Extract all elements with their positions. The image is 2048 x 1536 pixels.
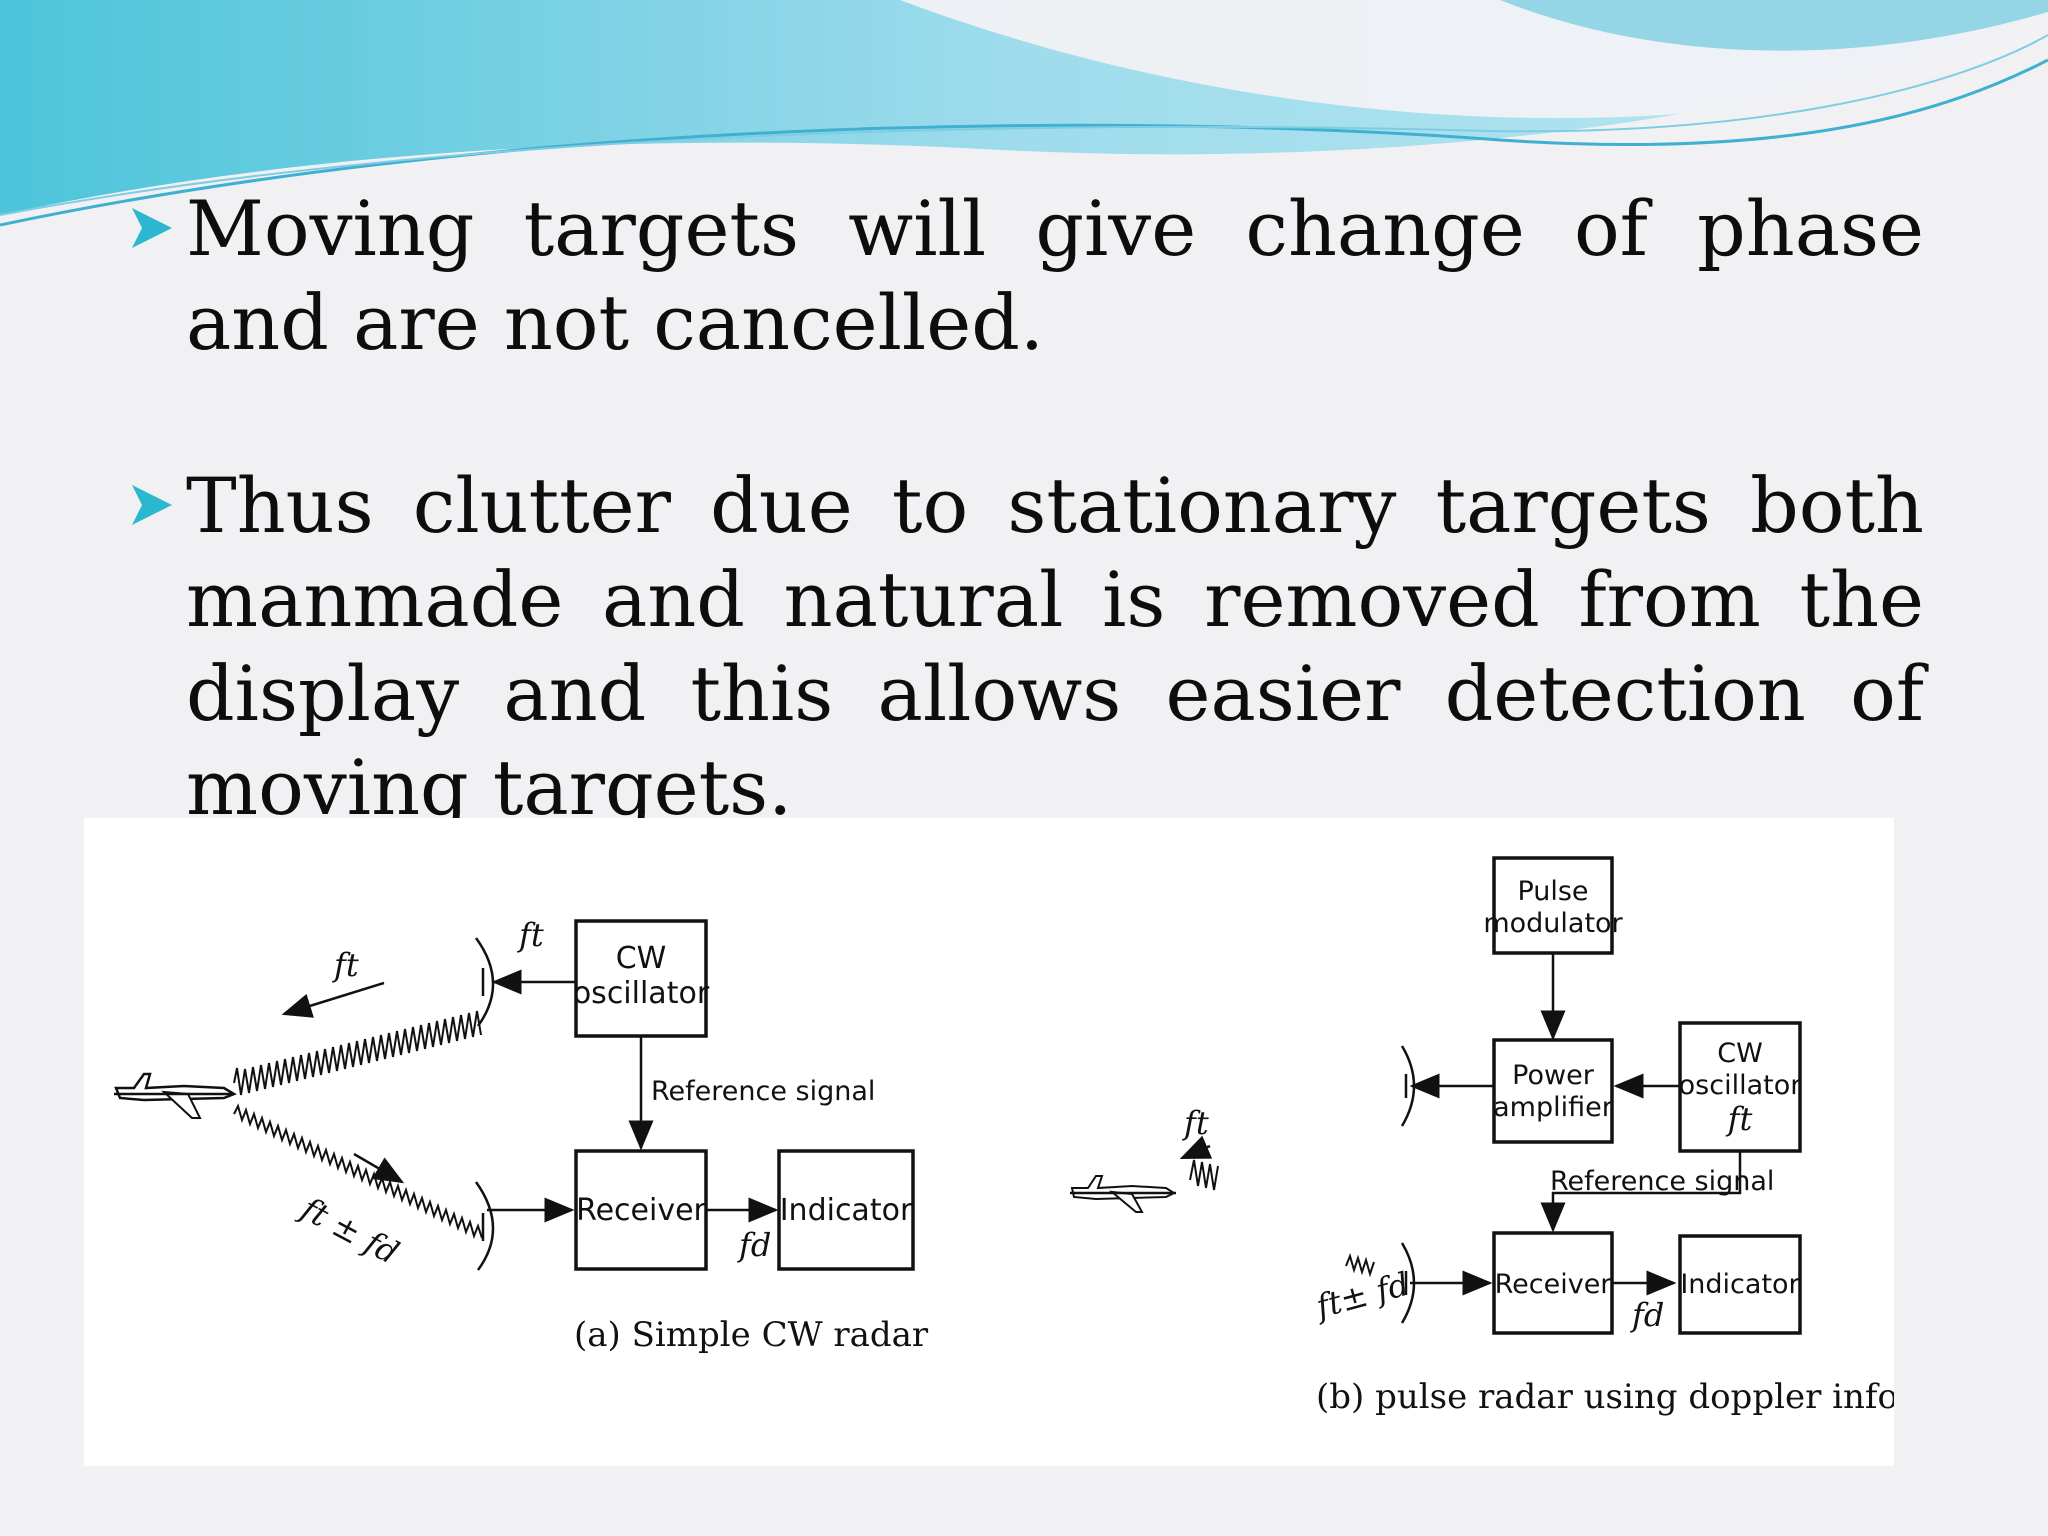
bullet-item: Moving targets will give change of phase…	[128, 182, 1924, 370]
symbol-fd: fd	[1630, 1296, 1664, 1334]
echo-wave	[233, 1103, 483, 1240]
reference-signal-label: Reference signal	[651, 1076, 875, 1107]
aircraft-icon	[114, 1072, 237, 1119]
bullet-text: Moving targets will give change of phase…	[186, 184, 1924, 367]
indicator-block	[1678, 1234, 1802, 1335]
figure-caption: (b) pulse radar using doppler informatio…	[1316, 1377, 1894, 1417]
block-label: amplifier	[1493, 1092, 1614, 1123]
arrow-bullet-icon	[132, 485, 172, 525]
symbol-ft: ft	[517, 916, 544, 954]
symbol-fd: fd	[737, 1226, 771, 1264]
block-label: Indicator	[1680, 1269, 1800, 1300]
cw-oscillator-block	[1678, 1021, 1802, 1153]
symbol-ft: ft	[1182, 1104, 1209, 1142]
receiver-block	[1492, 1231, 1614, 1335]
bullet-item: Thus clutter due to stationary targets b…	[128, 459, 1924, 835]
header-wave-decoration	[0, 0, 2048, 227]
block-label: CW	[1717, 1038, 1763, 1069]
bullet-text: Thus clutter due to stationary targets b…	[186, 461, 1924, 832]
block-label: Pulse	[1517, 876, 1588, 907]
antenna-icon	[1400, 1045, 1416, 1127]
block-label: Receiver	[1495, 1269, 1613, 1300]
arrow-bullet-icon	[132, 208, 172, 248]
block-label: Power	[1512, 1060, 1595, 1091]
transmitted-wave	[233, 1010, 482, 1096]
pulse-modulator-block	[1492, 856, 1614, 955]
antenna-icon	[474, 1181, 495, 1271]
symbol-ft-fd: ft ± fd	[293, 1189, 405, 1272]
symbol-ft: ft	[332, 946, 359, 984]
block-label: Receiver	[576, 1193, 706, 1228]
antenna-icon	[474, 937, 495, 1027]
reference-signal-label: Reference signal	[1550, 1166, 1774, 1197]
block-label: modulator	[1483, 908, 1623, 939]
reflected-wave	[1189, 1159, 1219, 1191]
panel-a-simple-cw-radar: CW oscillator Reference signal Receiver …	[114, 916, 929, 1355]
symbol-ft: ft	[1726, 1100, 1753, 1138]
radar-diagrams-svg: CW oscillator Reference signal Receiver …	[114, 856, 1894, 1417]
indicator-block	[777, 1149, 915, 1271]
aircraft-icon	[1070, 1175, 1177, 1213]
figure-caption: (a) Simple CW radar	[574, 1315, 929, 1355]
block-label: CW	[616, 941, 667, 976]
power-amplifier-block	[1492, 1038, 1614, 1144]
radar-block-diagram-figure: CW oscillator Reference signal Receiver …	[84, 818, 1894, 1466]
panel-b-pulse-radar: ft Pulse modulator Power amplifier CW os…	[1070, 856, 1894, 1417]
echo-wave	[1345, 1252, 1375, 1278]
block-label: Indicator	[780, 1193, 913, 1228]
block-label: oscillator	[573, 976, 710, 1011]
block-label: oscillator	[1679, 1070, 1803, 1101]
